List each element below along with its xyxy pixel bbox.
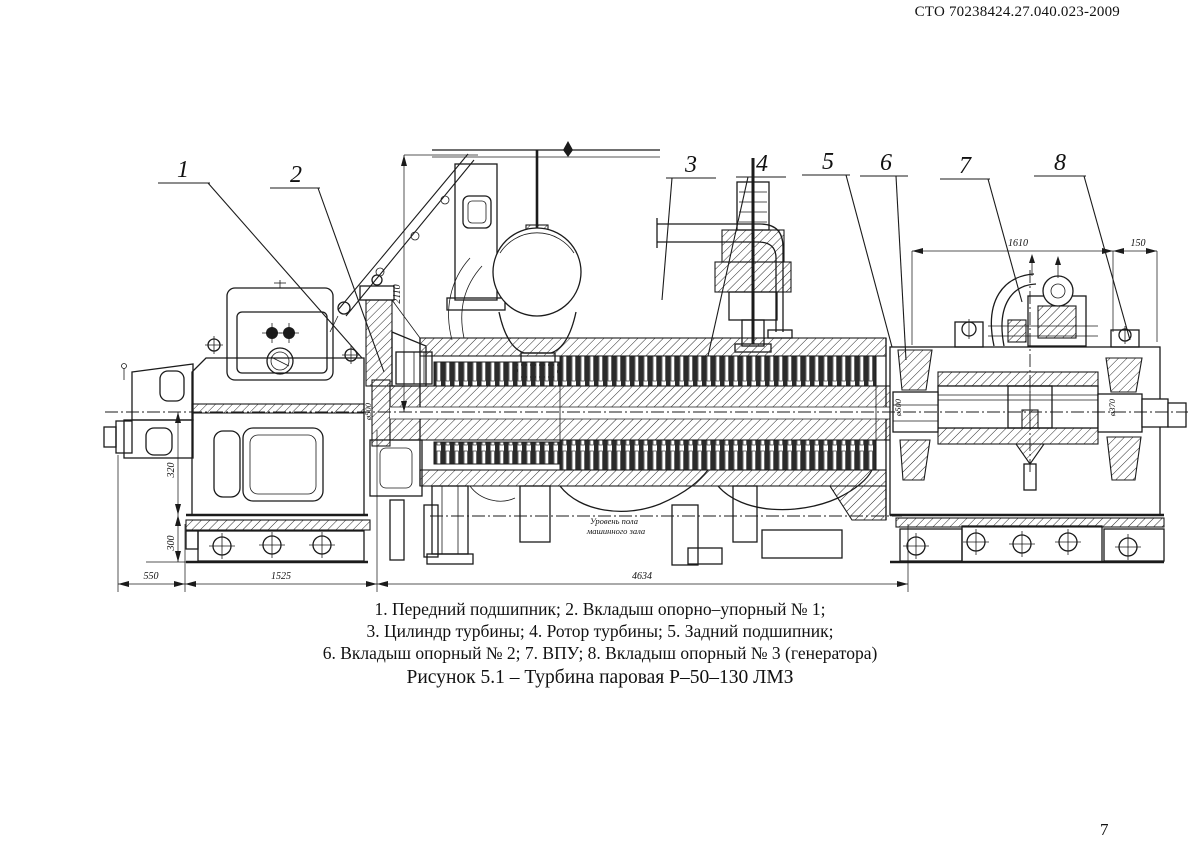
diameter-label: ø500: [893, 398, 903, 417]
anchor-bolt-icon: [309, 532, 335, 558]
caption-line: 6. Вкладыш опорный № 2; 7. ВПУ; 8. Вклад…: [322, 643, 878, 663]
turbine-cylinder: Уровень пола машинного зала: [329, 141, 902, 566]
oil-gauge-box: [226, 280, 334, 381]
horizontal-joint: [191, 403, 365, 414]
dim-550: 550: [144, 571, 159, 582]
figure-title: Рисунок 5.1 – Турбина паровая Р–50–130 Л…: [406, 667, 794, 688]
gland-seals-lower: [433, 441, 561, 465]
dim-1525: 1525: [271, 571, 291, 582]
control-rod: [329, 153, 475, 333]
callout-2: 2: [270, 162, 385, 373]
dim-1610: 1610: [1008, 238, 1028, 249]
dim-150: 150: [1131, 238, 1146, 249]
stop-valve: [492, 150, 582, 378]
dim-300: 300: [166, 536, 177, 552]
floor-level-label: машинного зала: [586, 526, 645, 536]
callout-3: 3: [661, 152, 716, 301]
dim-320: 320: [166, 463, 177, 479]
anchor-bolt-icon: [963, 529, 989, 555]
svg-text:2: 2: [290, 162, 302, 188]
callouts: 1 2 3 4 5 6 7 8: [158, 149, 1131, 373]
callout-5: 5: [802, 149, 893, 348]
blade-rows-upper: [559, 355, 877, 387]
turning-gear: [988, 254, 1098, 347]
anchor-bolt-icon: [209, 533, 235, 559]
dim-2110: 2110: [392, 284, 403, 303]
oil-level-gauge-icon: [266, 347, 294, 375]
callout-6: 6: [860, 150, 908, 361]
callout-8: 8: [1034, 150, 1131, 341]
anchor-bolt-icon: [1115, 534, 1141, 560]
svg-text:6: 6: [880, 150, 892, 176]
gland-seals-upper: [433, 361, 561, 387]
bearing-shell-2: [897, 349, 933, 391]
svg-text:3: 3: [684, 152, 697, 178]
svg-text:8: 8: [1054, 150, 1066, 176]
rear-bearing-pedestal: ø500 ø370: [889, 254, 1187, 564]
handwheel-icon: [1042, 275, 1074, 307]
rear-foundation: [890, 513, 1165, 564]
diameter-label: ø370: [1107, 398, 1117, 417]
document-number: СТО 70238424.27.040.023-2009: [914, 4, 1120, 20]
caption-line: 1. Передний подшипник; 2. Вкладыш опорно…: [374, 599, 826, 619]
coupling-hub: [937, 371, 1099, 491]
callout-4: 4: [707, 151, 786, 357]
svg-text:1: 1: [177, 157, 189, 183]
svg-text:5: 5: [822, 149, 834, 175]
figure-caption: 1. Передний подшипник; 2. Вкладыш опорно…: [0, 598, 1200, 689]
dimension-lines: 550 1525 4634 1610 150 2110 320: [117, 154, 1158, 592]
anchor-bolt-icon: [903, 533, 929, 559]
anchor-bolt-icon: [1009, 531, 1035, 557]
turbine-rotor: ø500: [363, 379, 894, 447]
anchor-bolt-icon: [259, 532, 285, 558]
front-bearing-pedestal: [103, 280, 371, 564]
page-number: 7: [1100, 820, 1109, 839]
bearing-shell-3: [1105, 357, 1143, 393]
callout-7: 7: [940, 153, 1023, 303]
dim-4634: 4634: [632, 571, 652, 582]
svg-text:7: 7: [959, 153, 972, 179]
callout-1: 1: [158, 157, 363, 359]
control-valve: [714, 158, 792, 353]
valve-finial-icon: [563, 141, 573, 157]
caption-line: 3. Цилиндр турбины; 4. Ротор турбины; 5.…: [366, 621, 834, 641]
svg-text:4: 4: [756, 151, 768, 177]
turbine-drawing: Уровень пола машинного зала ø500: [103, 141, 1188, 592]
floor-level-label: Уровень пола: [590, 516, 638, 526]
blade-rows-lower: [559, 439, 877, 471]
anchor-bolt-icon: [1055, 529, 1081, 555]
front-foundation: [185, 513, 371, 564]
